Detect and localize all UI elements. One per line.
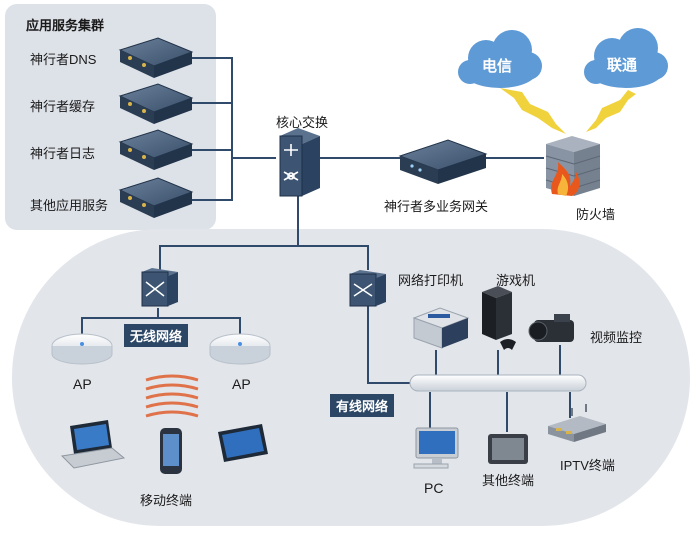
game-console-label: 游戏机	[496, 273, 536, 288]
server-dns-icon	[118, 37, 194, 78]
backbone-links	[81, 157, 571, 432]
firewall-icon	[545, 136, 601, 196]
pc-label: PC	[424, 480, 444, 496]
printer-label: 网络打印机	[398, 273, 464, 288]
pc-icon	[413, 427, 459, 469]
server-other-label: 其他应用服务	[30, 198, 109, 213]
video-camera-icon	[528, 314, 574, 342]
printer-icon	[412, 307, 470, 349]
wired-switch-icon	[349, 270, 386, 307]
isp-telecom-label: 电信	[482, 58, 513, 75]
ap-right-label: AP	[232, 376, 251, 392]
server-log-icon	[118, 129, 194, 170]
iptv-box-icon	[548, 404, 606, 442]
cluster-links	[186, 57, 276, 201]
server-log-label: 神行者日志	[30, 146, 96, 161]
lightning-telecom-icon	[500, 88, 566, 134]
smartphone-icon	[160, 428, 182, 474]
tablet-icon	[218, 424, 268, 462]
game-console-icon	[482, 286, 516, 350]
server-cache-icon	[118, 83, 194, 124]
camera-label: 视频监控	[590, 330, 643, 345]
ap-right-icon	[209, 333, 271, 365]
wireless-network-tag: 无线网络	[124, 324, 189, 347]
gateway-icon	[398, 139, 488, 184]
wireless-switch-icon	[141, 268, 178, 307]
lightning-unicom-icon	[586, 90, 636, 132]
core-switch-label: 核心交换	[276, 115, 329, 130]
mobile-terminal-label: 移动终端	[140, 493, 193, 508]
laptop-icon	[60, 420, 126, 469]
server-cache-label: 神行者缓存	[30, 99, 96, 114]
isp-unicom-label: 联通	[607, 57, 638, 74]
ap-left-label: AP	[73, 376, 92, 392]
wired-bus	[409, 374, 587, 392]
other-terminal-label: 其他终端	[482, 473, 535, 488]
cloud-unicom-icon	[584, 28, 668, 88]
server-dns-label: 神行者DNS	[30, 52, 97, 67]
cluster-title: 应用服务集群	[26, 18, 105, 33]
firewall-label: 防火墙	[576, 207, 616, 222]
iptv-label: IPTV终端	[560, 458, 615, 473]
wifi-signal-icon	[145, 374, 199, 418]
wired-network-tag: 有线网络	[330, 394, 395, 417]
other-terminal-icon	[488, 434, 528, 464]
server-other-icon	[118, 177, 194, 218]
core-switch-icon	[279, 128, 320, 197]
gateway-label: 神行者多业务网关	[384, 199, 489, 214]
cloud-telecom-icon	[458, 30, 542, 88]
ap-left-icon	[51, 333, 113, 365]
